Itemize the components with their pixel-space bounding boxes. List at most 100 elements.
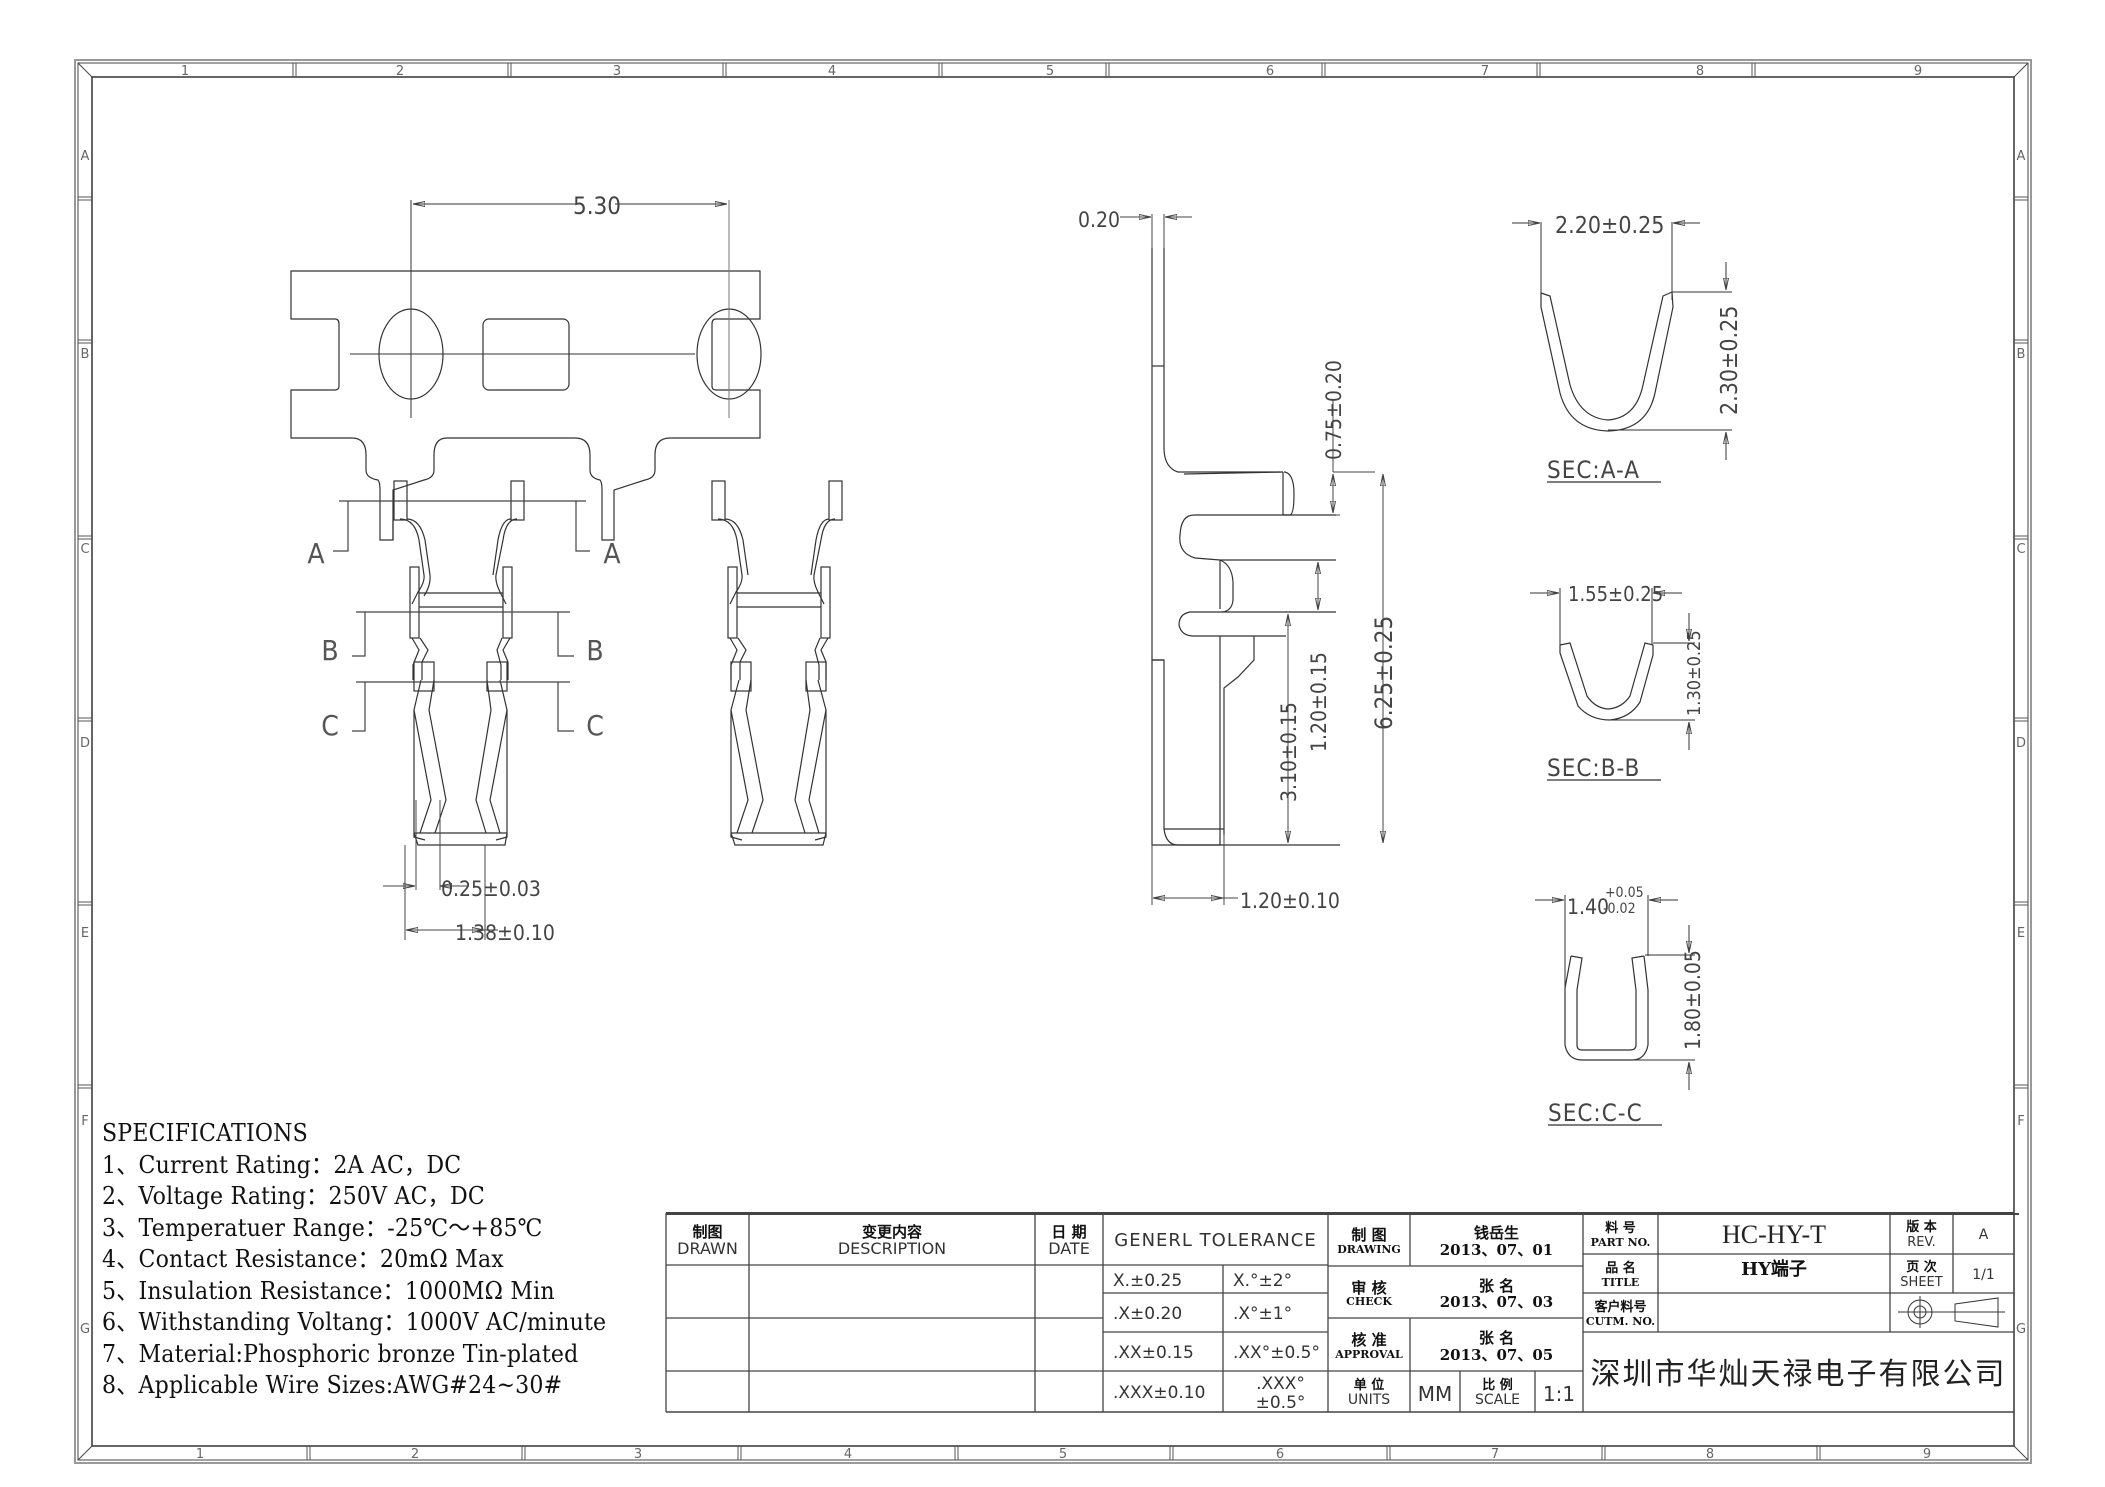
svg-text:8: 8 [1706,1447,1714,1462]
svg-text:4: 4 [844,1447,852,1462]
svg-text:7: 7 [1481,64,1489,79]
section-c-width-tol-minus: -0.02 [1603,901,1636,917]
title-block: 制图 DRAWN 变更内容 DESCRIPTION 日 期 DATE GENER… [666,1213,2019,1414]
mid-dimension: 1.20±0.15 [1307,652,1331,752]
svg-text:F: F [2017,1114,2024,1129]
revision-drawn-header: 制图 DRAWN [677,1222,738,1259]
svg-text:A: A [2017,149,2026,164]
units-label: 单 位 UNITS [1347,1377,1391,1408]
units-value: MM [1417,1381,1453,1406]
svg-text:1: 1 [181,64,189,79]
side-view [1151,248,1340,846]
section-b-width: 1.55±0.25 [1568,582,1663,606]
svg-text:A: A [307,537,325,570]
section-cut-lines [333,500,590,732]
svg-text:C: C [321,709,339,742]
svg-text:7: 7 [1491,1447,1499,1462]
side-view-dimensions [1120,214,1383,905]
bottom-width-dimension: 1.20±0.10 [1240,889,1340,913]
drawing-frame [74,59,2032,1464]
approval-role: 核 准 APPROVAL [1335,1331,1403,1361]
tolerance-linear: .XX±0.15 [1113,1343,1194,1364]
drawing-role: 制 图 DRAWING [1337,1226,1401,1256]
svg-text:C: C [2016,542,2025,557]
svg-text:B: B [586,634,603,667]
approval-signature: 张 名 2013、07、05 [1439,1329,1554,1364]
section-c-width-tol-plus: +0.05 [1605,885,1644,901]
svg-text:9: 9 [1923,1447,1931,1462]
customer-no-label: 客户料号 CUTM. NO. [1585,1300,1656,1328]
svg-text:E: E [81,926,89,941]
svg-text:3: 3 [634,1447,642,1462]
svg-text:B: B [81,347,90,362]
tolerance-linear: .XXX±0.10 [1113,1383,1206,1404]
svg-text:D: D [80,736,90,751]
scale-label: 比 例 SCALE [1475,1377,1520,1408]
svg-text:2: 2 [411,1447,419,1462]
contact-width-dimension: 1.38±0.10 [455,921,555,945]
tolerance-angular: .XXX°±0.5° [1255,1373,1306,1413]
title-label: 品 名 TITLE [1601,1261,1640,1289]
tolerance-linear: .X±0.20 [1113,1304,1183,1325]
section-b-label: SEC:B-B [1547,754,1640,782]
section-c-width: 1.40 [1567,895,1609,919]
contact-gap-dimension: 0.25±0.03 [441,877,541,901]
svg-text:5: 5 [1046,64,1054,79]
svg-text:8: 8 [1696,64,1704,79]
rev-label: 版 本 REV. [1906,1220,1937,1250]
company-name: 深圳市华灿天禄电子有限公司 [1590,1356,2007,1392]
section-b-height: 1.30±0.25 [1684,630,1705,716]
general-tolerance-heading: GENERL TOLERANCE [1114,1230,1317,1252]
svg-text:E: E [2017,926,2025,941]
svg-text:C: C [586,709,604,742]
svg-text:G: G [80,1322,90,1337]
first-angle-projection-icon [1898,1296,2005,1328]
svg-text:6: 6 [1266,64,1274,79]
section-a-label: SEC:A-A [1547,456,1640,484]
rev-value: A [1978,1226,1989,1243]
drawing-signature: 钱岳生 2013、07、01 [1439,1224,1554,1259]
section-a-height: 2.30±0.25 [1717,306,1743,415]
pitch-dimension: 5.30 [573,192,621,220]
thickness-dimension: 0.20 [1078,208,1120,232]
specifications-heading: SPECIFICATIONS [102,1119,308,1147]
sheet-label: 页 次 SHEET [1900,1260,1943,1290]
section-a-width: 2.20±0.25 [1555,213,1664,239]
svg-text:B: B [321,634,338,667]
spec-item: 4、Contact Resistance：20mΩ Max [102,1245,504,1273]
spec-item: 2、Voltage Rating：250V AC，DC [102,1182,485,1210]
lower-dimension: 3.10±0.15 [1277,702,1301,802]
svg-text:F: F [81,1114,88,1129]
section-c-height: 1.80±0.05 [1681,950,1705,1050]
check-signature: 张 名 2013、07、03 [1439,1276,1554,1311]
svg-text:5: 5 [1059,1447,1067,1462]
terminal-left [392,480,525,846]
section-cut-labels: A A B B C C [307,537,621,742]
svg-text:6: 6 [1276,1447,1284,1462]
svg-text:B: B [2017,347,2026,362]
tolerance-linear: X.±0.25 [1113,1270,1183,1291]
spec-item: 3、Temperatuer Range：-25℃～+85℃ [102,1213,543,1242]
specifications-block: SPECIFICATIONS 1、Current Rating：2A AC，DC… [102,1118,650,1402]
sheet-value: 1/1 [1972,1266,1995,1283]
tolerance-angular: .XX°±0.5° [1233,1343,1320,1364]
scale-value: 1:1 [1542,1381,1576,1406]
svg-text:3: 3 [613,64,621,79]
grid-reference-labels: 1 2 3 4 5 6 7 8 9 1 2 3 4 5 6 7 8 9 A B … [80,64,2026,1462]
section-a-a [1512,222,1732,483]
title-value: HY端子 [1741,1259,1807,1280]
revision-description-header: 变更内容 DESCRIPTION [837,1222,947,1259]
svg-text:4: 4 [828,64,836,79]
spec-item: 8、Applicable Wire Sizes:AWG#24~30# [102,1371,563,1399]
svg-text:9: 9 [1914,64,1922,79]
spec-item: 1、Current Rating：2A AC，DC [102,1150,462,1179]
svg-text:A: A [81,149,90,164]
top-view [290,200,843,846]
svg-text:D: D [2016,736,2026,751]
svg-text:1: 1 [196,1447,204,1462]
spec-item: 7、Material:Phosphoric bronze Tin-plated [102,1339,579,1368]
contact-dimensions [383,800,498,940]
carrier-strip [290,270,761,541]
part-no-label: 料 号 PART NO. [1590,1221,1651,1249]
